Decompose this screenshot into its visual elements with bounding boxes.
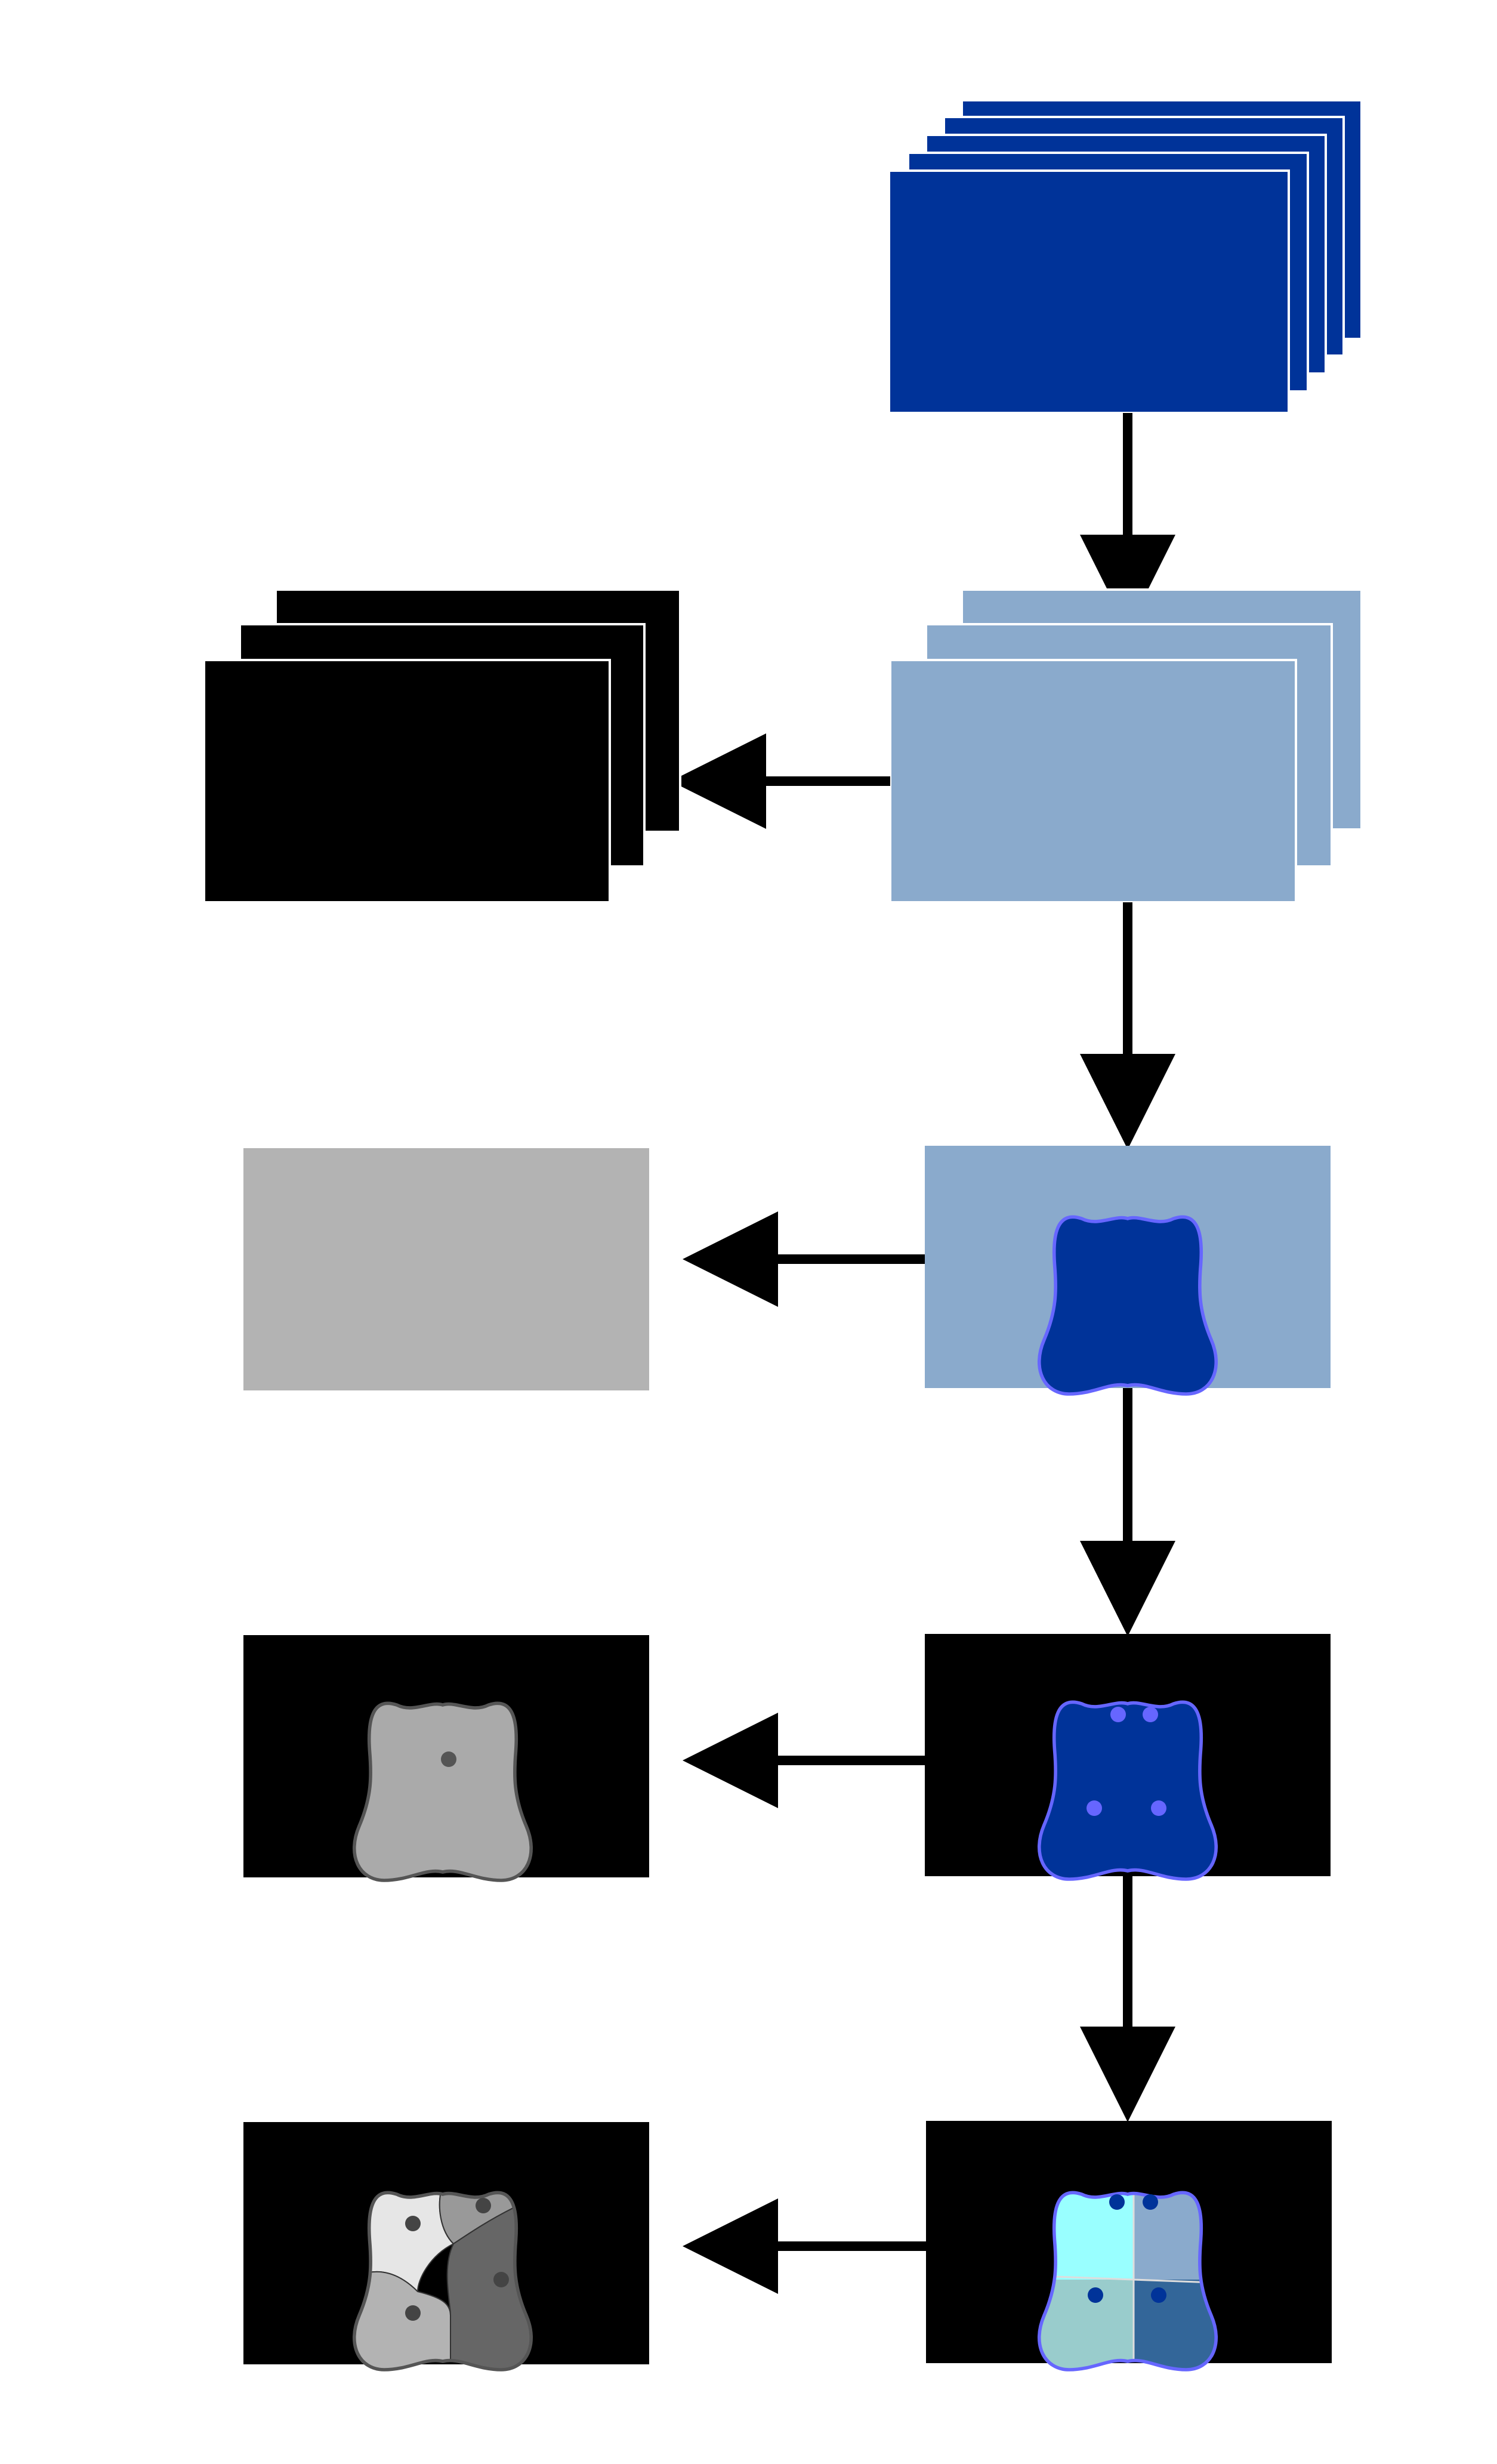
stack-layer-front [203,659,611,903]
segmented-cell-panel [925,1146,1331,1394]
region-divider [1039,2275,1217,2284]
cell-shape [1039,1702,1216,1879]
seed-point [405,2216,421,2231]
partitioned-cell-panel [926,2121,1332,2387]
seed-point [1110,1707,1126,1722]
gray-cell-centroid-panel [243,1635,649,1880]
region-right [446,2192,532,2370]
gray-blank-panel [243,1148,649,1390]
seed-point [493,2272,509,2287]
seed-point [476,2198,491,2213]
cell-regions [1038,2184,1229,2387]
seed-point [405,2305,421,2321]
input-image-stack [888,99,1363,414]
cell-shape [1039,1217,1216,1394]
seed-point [1088,2287,1103,2303]
seed-point [1143,2194,1158,2210]
cell-with-seeds-panel [925,1634,1331,1879]
region-bottom-left [1039,2280,1134,2370]
centroid-point [441,1751,456,1767]
seed-point [1143,1707,1158,1722]
stack-layer-front [889,659,1297,903]
seed-point [1151,2287,1166,2303]
cell-shape [354,1703,531,1880]
black-image-stack [203,588,681,903]
processed-image-stack [889,588,1363,903]
gray-partitioned-panel [243,2122,649,2387]
stack-layer-front [888,169,1290,414]
seed-point [1151,1800,1166,1816]
seed-point [1087,1800,1102,1816]
seed-point [1109,2194,1125,2210]
